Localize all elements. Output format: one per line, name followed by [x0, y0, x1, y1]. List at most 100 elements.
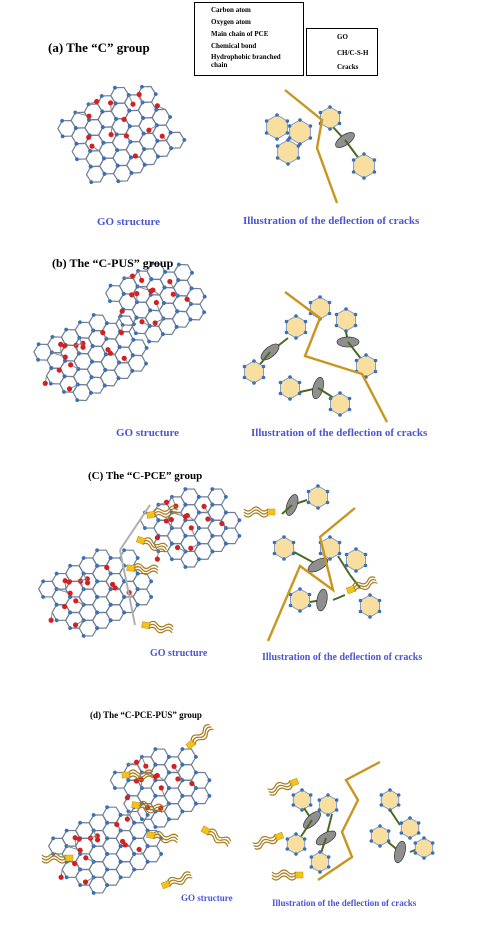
go-sheet-a	[57, 84, 187, 185]
carbon-atom	[275, 137, 279, 141]
carbon-atom	[285, 837, 290, 841]
carbon-atom	[388, 788, 392, 792]
carbon-atom	[183, 565, 188, 569]
csh-ellipse	[316, 588, 328, 612]
oxygen-atom	[76, 836, 82, 842]
carbon-atom	[102, 383, 107, 388]
carbon-atom	[108, 602, 113, 607]
carbon-atom	[363, 552, 368, 557]
oxygen-atom	[129, 292, 135, 298]
bond-link	[337, 555, 351, 576]
oxygen-atom	[188, 525, 194, 531]
oxygen-atom	[124, 795, 130, 801]
carbon-atom	[113, 101, 118, 106]
carbon-atom	[105, 820, 110, 825]
go-ring-icon	[317, 793, 339, 817]
pce-chain	[273, 831, 285, 841]
panel-b-crack-caption: Illustration of the deflection of cracks	[251, 427, 428, 439]
bond-link	[332, 594, 346, 601]
carbon-atom	[318, 295, 322, 299]
carbon-atom	[81, 618, 86, 623]
oxygen-atom	[184, 296, 190, 302]
carbon-atom	[325, 500, 330, 505]
oxygen-atom	[121, 355, 127, 361]
carbon-atom	[399, 831, 404, 835]
legend-hydrophobic-label: Hydrophobic branched chain	[211, 53, 281, 69]
hydrophobic-strand	[143, 540, 167, 550]
oxygen-atom	[84, 580, 91, 586]
go-ring-icon	[278, 375, 302, 401]
carbon-atom	[373, 358, 378, 363]
carbon-atom	[272, 551, 277, 556]
carbon-atom	[135, 571, 140, 576]
oxygen-atom	[219, 520, 225, 527]
pce-chain	[141, 621, 151, 630]
carbon-atom	[148, 292, 153, 297]
carbon-atom	[261, 364, 266, 369]
carbon-atom	[168, 130, 173, 135]
carbon-atom	[114, 117, 118, 121]
carbon-atom	[168, 115, 172, 119]
hydrophobic-chain	[267, 777, 300, 796]
hydrophobic-strand	[252, 834, 276, 845]
carbon-atom	[91, 875, 96, 880]
carbon-atom	[87, 117, 91, 122]
oxygen-atom	[201, 503, 207, 510]
go-ring-body	[307, 485, 329, 509]
carbon-atom	[73, 126, 78, 131]
carbon-atom	[193, 770, 198, 775]
oxygen-atom	[154, 103, 160, 109]
carbon-atom	[153, 92, 158, 97]
carbon-atom	[282, 535, 286, 539]
carbon-atom	[131, 337, 136, 342]
oxygen-atom	[77, 847, 83, 853]
oxygen-atom	[72, 622, 79, 628]
oxygen-atom	[80, 344, 86, 350]
bond-link	[347, 341, 363, 361]
carbon-atom	[142, 162, 147, 167]
carbon-atom	[264, 119, 269, 123]
carbon-atom	[308, 124, 313, 128]
go-ring-body	[335, 308, 357, 332]
go-ring-icon	[306, 484, 330, 510]
oxygen-atom	[122, 842, 128, 848]
carbon-atom	[189, 286, 194, 291]
carbon-atom	[296, 144, 301, 148]
hydrophobic-strand	[190, 724, 210, 741]
oxygen-atom	[83, 855, 89, 861]
carbon-atom	[275, 156, 280, 160]
carbon-atom	[303, 330, 308, 335]
pce-chain	[160, 880, 172, 890]
carbon-atom	[41, 579, 46, 584]
hydrophobic-chain	[126, 563, 159, 575]
carbon-atom	[153, 747, 158, 751]
go-ring-icon	[264, 113, 290, 141]
carbon-atom	[302, 837, 307, 841]
carbon-atom	[68, 563, 73, 568]
carbon-atom	[68, 610, 73, 615]
go-sheet-b-upper	[105, 261, 207, 344]
carbon-atom	[328, 127, 332, 131]
carbon-atom	[326, 865, 331, 869]
oxygen-atom	[174, 544, 181, 551]
carbon-atom	[78, 320, 82, 325]
hydrophobic-chain	[200, 825, 232, 847]
carbon-atom	[338, 413, 342, 417]
carbon-atom	[368, 615, 372, 619]
carbon-atom	[334, 808, 339, 812]
hydrophobic-strand	[253, 837, 277, 847]
carbon-atom	[141, 131, 146, 136]
pce-chain	[146, 510, 156, 519]
go-ring-icon	[369, 824, 391, 848]
carbon-atom	[105, 321, 109, 326]
carbon-atom	[298, 609, 302, 613]
hydrophobic-strand	[154, 830, 179, 838]
hydrophobic-chain	[41, 852, 74, 864]
hydrophobic-strand	[271, 875, 297, 881]
oxygen-atom	[139, 319, 145, 325]
oxygen-atom	[130, 101, 136, 107]
carbon-atom	[302, 847, 307, 851]
carbon-atom	[74, 141, 79, 146]
oxygen-atom	[94, 837, 101, 843]
carbon-atom	[327, 311, 332, 316]
